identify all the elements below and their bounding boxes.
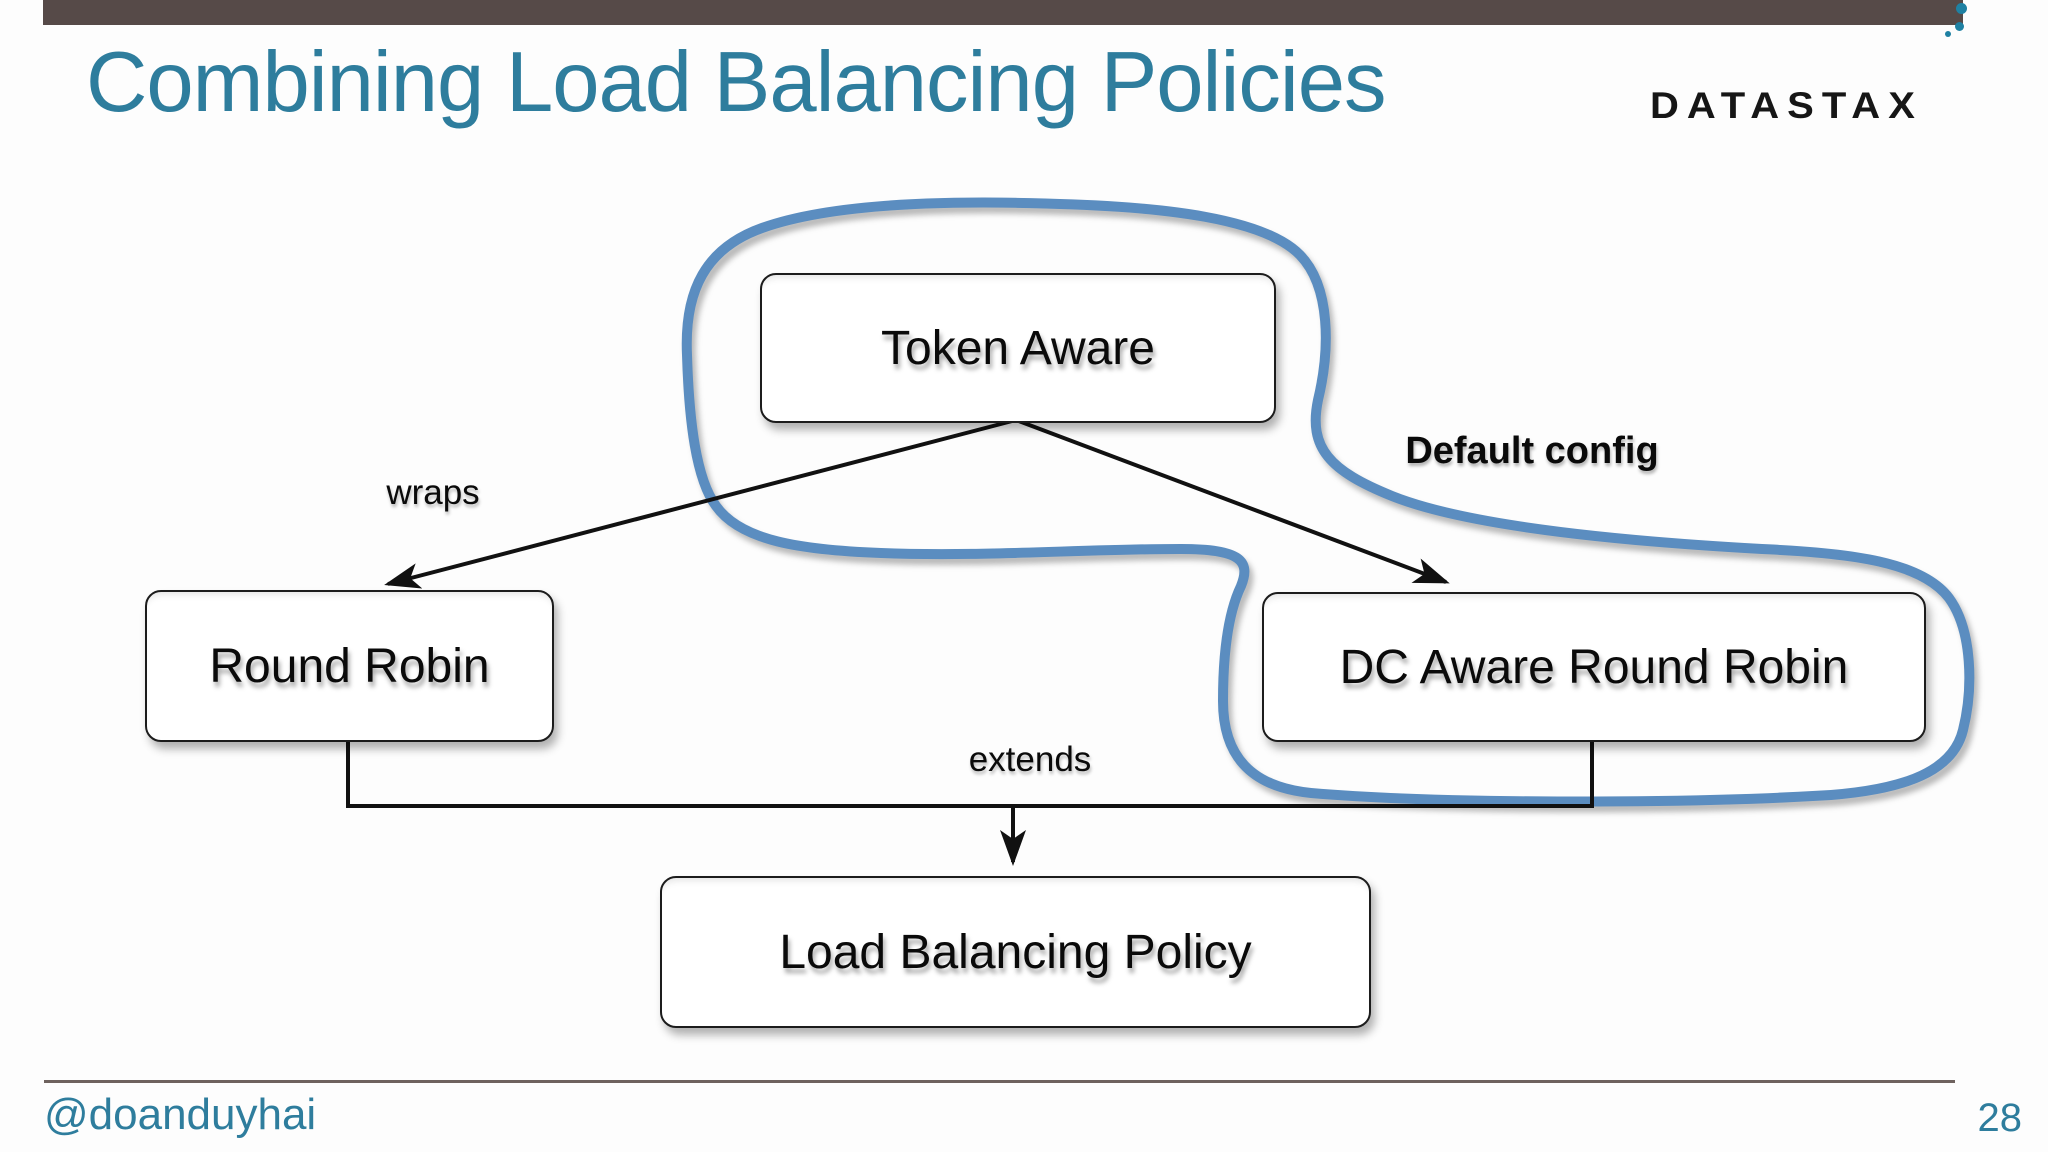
footer-twitter-handle: @doanduyhai [44,1090,317,1139]
node-load-balancing-policy-label: Load Balancing Policy [779,925,1252,979]
datastax-logo-text: DATASTAX [1650,85,1923,127]
edge-wraps-right [1015,418,1450,584]
node-round-robin-label: Round Robin [209,639,490,693]
highlight-loop [681,197,1975,807]
node-dc-aware-round-robin: DC Aware Round Robin [1262,592,1926,742]
footer-divider [44,1080,1955,1083]
node-round-robin: Round Robin [145,590,554,742]
edge-wraps-left [384,418,1017,589]
node-token-aware-label: Token Aware [881,321,1155,375]
top-accent-bar [43,0,1963,25]
annotation-default-config: Default config [1405,430,1659,472]
datastax-logo: DATASTAX [1650,3,1990,134]
node-load-balancing-policy: Load Balancing Policy [660,876,1371,1028]
node-dc-aware-round-robin-label: DC Aware Round Robin [1339,640,1849,694]
node-token-aware: Token Aware [760,273,1276,423]
logo-dot-icon [1955,22,1964,31]
edge-label-wraps: wraps [386,473,480,512]
logo-dot-icon [1956,3,1967,14]
slide-title: Combining Load Balancing Policies [86,35,1386,130]
edge-extends-bracket [346,737,1594,808]
edge-label-extends: extends [968,740,1092,779]
logo-dot-icon [1945,31,1951,37]
page-number: 28 [1977,1096,2023,1140]
